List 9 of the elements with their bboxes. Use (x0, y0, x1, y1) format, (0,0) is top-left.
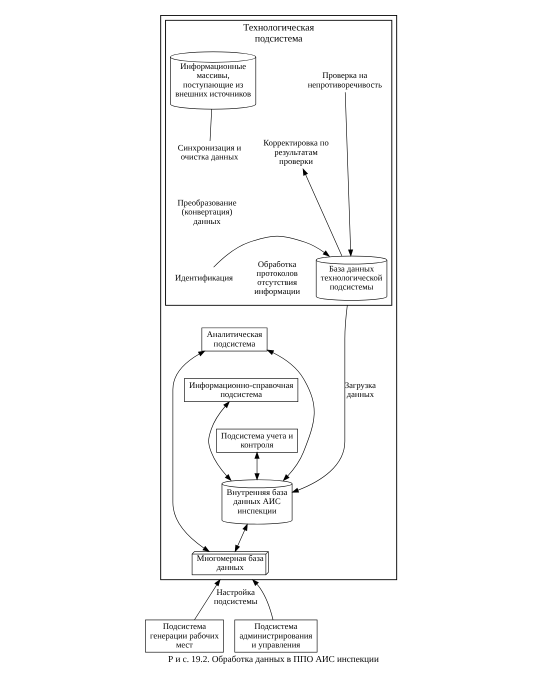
caption: Р и с. 19.2. Обработка данных в ППО АИС инспекции (168, 654, 379, 664)
node-text: Проверка на непротиворечивость (308, 70, 382, 90)
node-text: Синхронизация и очистка данных (178, 142, 242, 162)
node-text: Корректировка по результатам проверки (263, 138, 329, 166)
node-text: Обработка протоколов отсутствия информации (254, 258, 300, 296)
edge-label: Загрузка данных (344, 380, 376, 399)
edge-label: Настройка подсистемы (214, 587, 258, 606)
node-text: Идентификация (174, 272, 233, 282)
node-text: Преобразование (конвертация) данных (178, 197, 237, 226)
